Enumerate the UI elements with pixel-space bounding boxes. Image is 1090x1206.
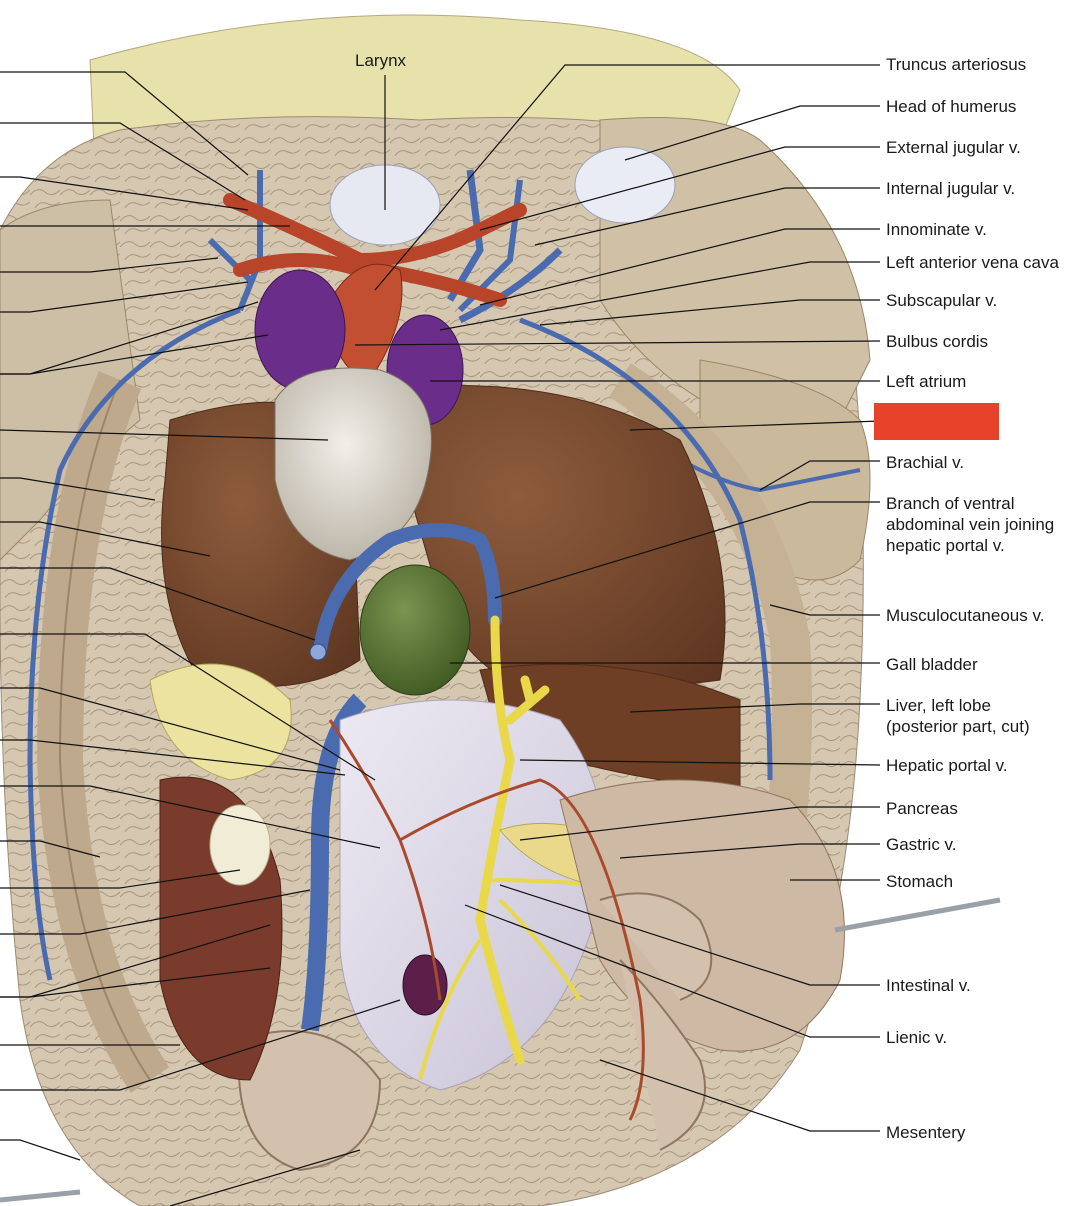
ventricle (274, 367, 432, 561)
label-left-anterior-vena-cava: Left anterior vena cava (886, 253, 1059, 272)
label-intestinal-v: Intestinal v. (886, 976, 971, 995)
label-gastric-v: Gastric v. (886, 835, 957, 854)
label-brachial-v: Brachial v. (886, 453, 965, 472)
label-mesentery: Mesentery (886, 1123, 966, 1142)
forceps-left (0, 1189, 81, 1203)
label-gall-bladder: Gall bladder (886, 655, 978, 674)
vein-cut-end (309, 643, 327, 661)
left-leader-lines (0, 71, 401, 1206)
label-bulbus-cordis: Bulbus cordis (886, 332, 989, 351)
label-musculocutaneous-v: Musculocutaneous v. (886, 606, 1045, 625)
label-branch-of-ventral-abdominal-vein: Branch of ventral abdominal vein joining… (886, 494, 1055, 555)
ventral-abdominal-vein (313, 523, 502, 657)
forceps-right (834, 897, 1001, 933)
label-hepatic-portal-v: Hepatic portal v. (886, 756, 1008, 775)
label-external-jugular-v: External jugular v. (886, 138, 1021, 157)
label-truncus-arteriosus: Truncus arteriosus (886, 55, 1027, 74)
label-pancreas: Pancreas (886, 799, 958, 818)
label-subscapular-v: Subscapular v. (886, 291, 998, 310)
hepatic-portal-vein (475, 615, 550, 1065)
head-of-humerus (574, 146, 676, 224)
gall-bladder (359, 564, 471, 696)
fat-body (209, 804, 271, 886)
pancreas-left (149, 663, 292, 781)
leader-lines (354, 64, 881, 1132)
musculocutaneous-vein-right (519, 317, 773, 781)
skin-fold-left-edge (58, 379, 151, 1081)
redacted-label (874, 403, 999, 440)
mesenteric-arteries (328, 719, 645, 1121)
label-left-atrium: Left atrium (886, 372, 967, 391)
label-innominate-v: Innominate v. (886, 220, 987, 239)
spleen (402, 954, 448, 1016)
intestine-coils (237, 892, 713, 1172)
label-stomach: Stomach (886, 872, 954, 891)
label-internal-jugular-v: Internal jugular v. (886, 179, 1016, 198)
label-head-of-humerus: Head of humerus (886, 97, 1017, 116)
left-innominate-vein (458, 247, 563, 324)
label-lienic-v: Lienic v. (886, 1028, 948, 1047)
label-larynx: Larynx (355, 51, 407, 70)
musculocutaneous-vein-left (27, 307, 241, 981)
label-liver-left-lobe: Liver, left lobe (posterior part, cut) (886, 696, 1030, 736)
